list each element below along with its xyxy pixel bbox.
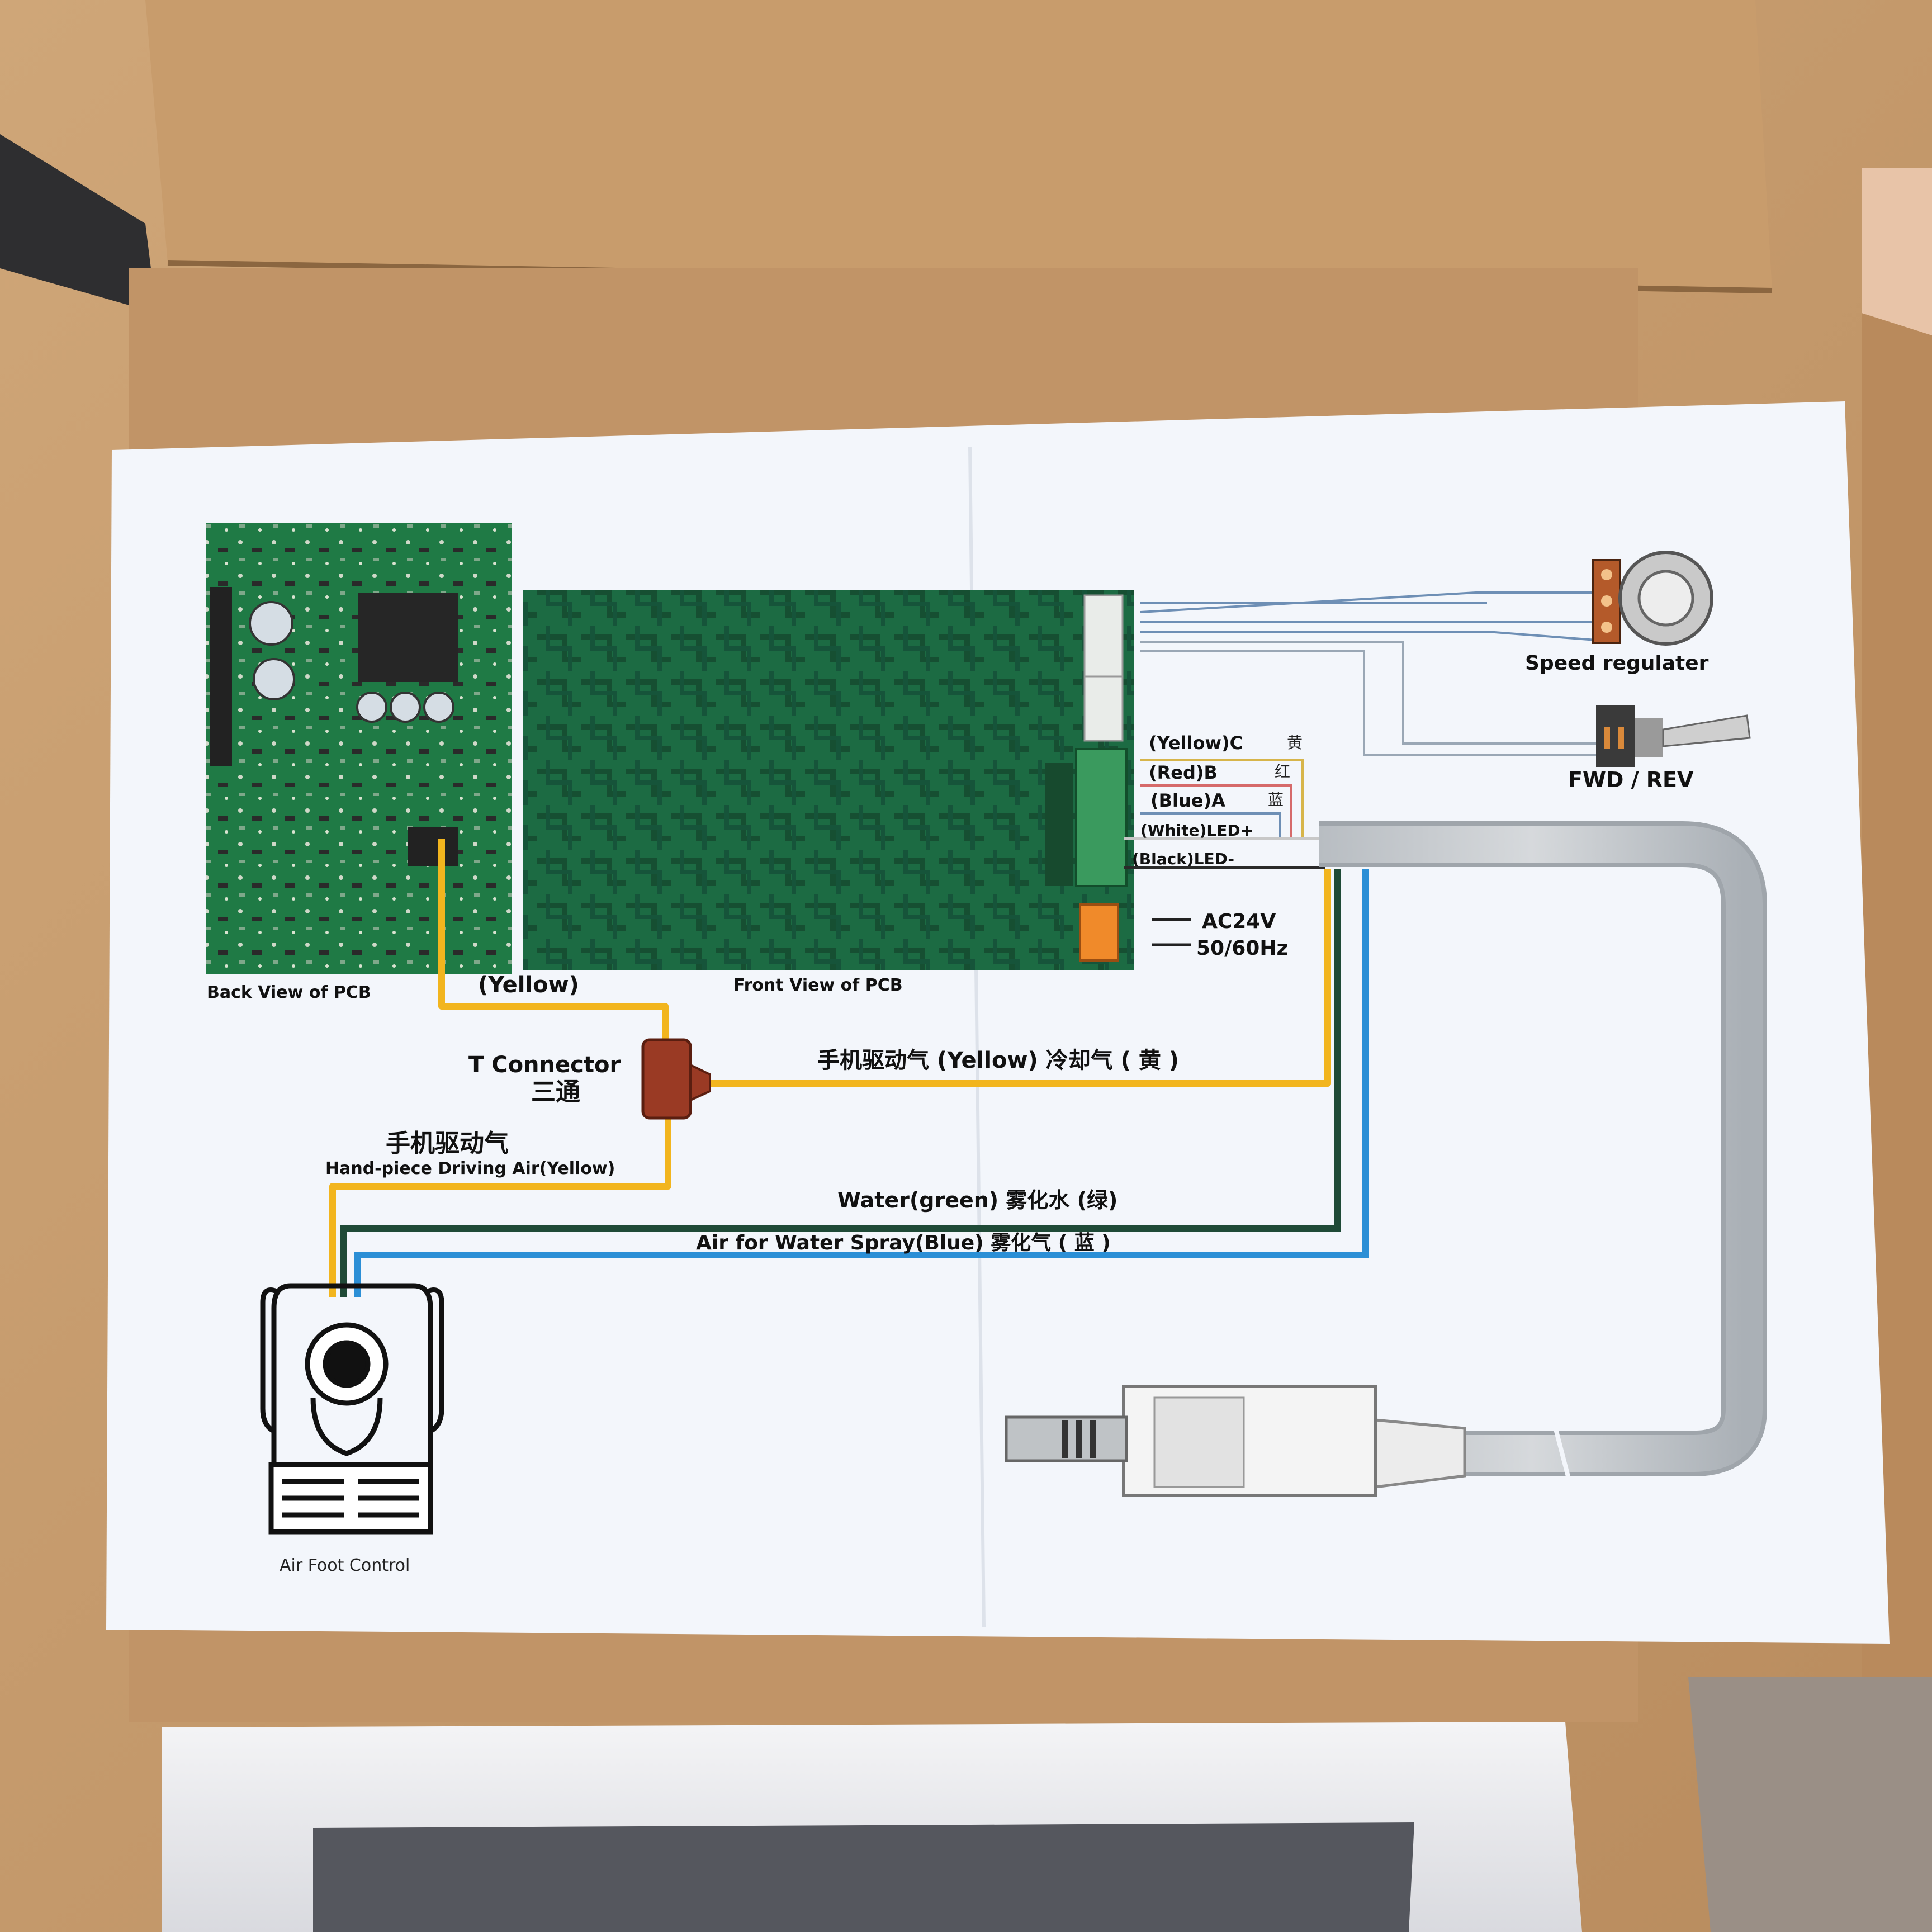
wire-label-yellow: (Yellow)C: [1149, 732, 1243, 754]
wire-cn-blue: 蓝: [1268, 790, 1284, 809]
blue-spray-tube: [354, 869, 1369, 1297]
air-foot-control-label: Air Foot Control: [280, 1556, 410, 1575]
t-connector-label: T Connector: [468, 1052, 621, 1078]
handpiece-cable: [1319, 821, 1767, 1488]
speed-regulator-knob: [1592, 551, 1713, 646]
hz-label: 50/60Hz: [1196, 937, 1288, 960]
yellow-air-tube: [329, 839, 1331, 1297]
box-top-flap: [145, 0, 1772, 291]
pcb-back-view: [206, 523, 512, 974]
fwd-rev-label: FWD / REV: [1568, 768, 1694, 792]
pcb-front-view: [523, 590, 1134, 970]
back-view-label: Back View of PCB: [207, 983, 371, 1002]
wire-label-blue: (Blue)A: [1150, 790, 1225, 811]
front-view-label: Front View of PCB: [733, 976, 903, 995]
wire-label-red: (Red)B: [1149, 762, 1218, 783]
wire-cn-yellow: 黄: [1287, 733, 1303, 752]
green-water-tube: [340, 869, 1341, 1297]
handpiece-motor: [1005, 1385, 1466, 1497]
wire-label-white: (White)LED+: [1140, 821, 1253, 840]
box-shadow-left: [0, 134, 157, 313]
control-wires: [1124, 591, 1599, 946]
water-green-label: Water(green) 雾化水 (绿): [837, 1188, 1117, 1213]
background-right: [1862, 168, 1932, 335]
fwd-rev-switch: [1596, 705, 1751, 767]
ac24v-label: AC24V: [1202, 910, 1276, 933]
speed-regulator-label: Speed regulater: [1525, 652, 1709, 675]
yellow-top-label: (Yellow): [478, 972, 579, 998]
wire-label-black: (Black)LED-: [1132, 850, 1234, 868]
air-foot-control: [260, 1283, 444, 1535]
t-connector-cn-label: 三通: [531, 1078, 580, 1106]
handpiece-air-en-label: Hand-piece Driving Air(Yellow): [325, 1159, 615, 1178]
handpiece-air-cn-label: 手机驱动气: [386, 1129, 509, 1158]
wire-cn-red: 红: [1275, 763, 1290, 781]
air-spray-blue-label: Air for Water Spray(Blue) 雾化气 ( 蓝 ): [696, 1232, 1111, 1254]
cooling-air-label: 手机驱动气 (Yellow) 冷却气 ( 黄 ): [817, 1048, 1179, 1073]
t-connector: [641, 1038, 711, 1120]
